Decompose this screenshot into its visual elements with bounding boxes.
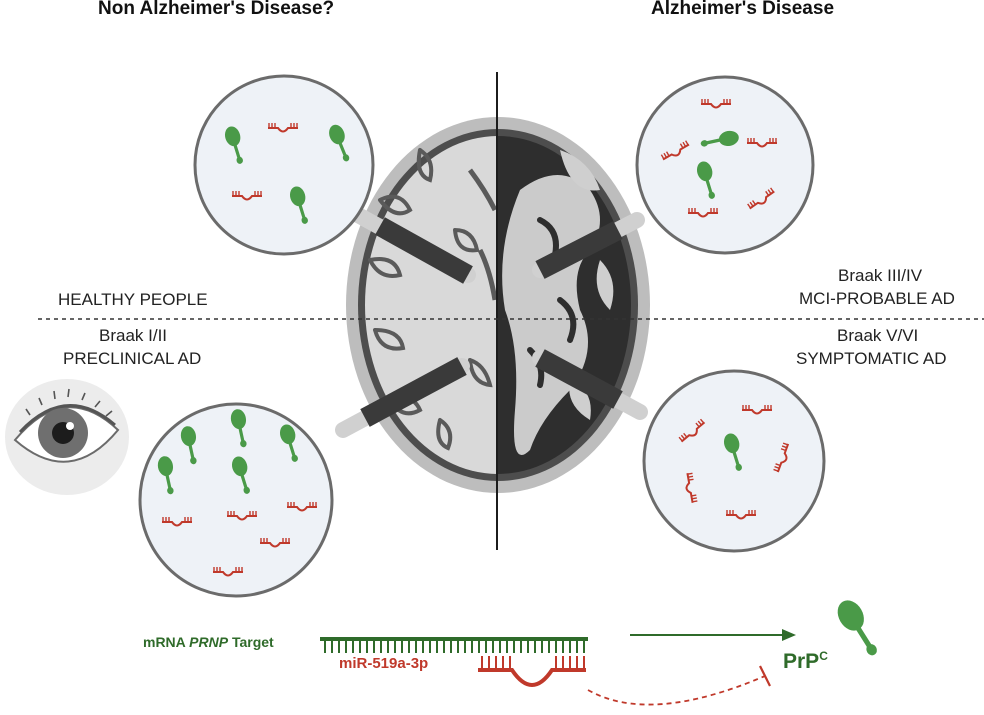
- inhibition-arrow: [587, 665, 771, 706]
- circle-preclinical: [138, 402, 334, 598]
- label-mrna-target: mRNA PRNP Target: [143, 634, 274, 650]
- label-prpc: PrPC: [783, 649, 828, 673]
- circle-healthy: [193, 74, 375, 256]
- translation-arrow: [630, 629, 796, 641]
- eye-icon: [5, 379, 129, 495]
- title-ad: Alzheimer's Disease: [651, 0, 835, 19]
- circle-symptomatic: [642, 369, 826, 553]
- probes: [335, 207, 648, 438]
- circle-mci: [635, 75, 815, 255]
- label-mirna: miR-519a-3p: [339, 655, 429, 672]
- prpc-protein-icon: [832, 596, 884, 661]
- title-non-ad: Non Alzheimer's Disease?: [98, 0, 335, 19]
- label-preclinical-ad: PRECLINICAL AD: [63, 349, 202, 368]
- mrna-mirna-duplex: [320, 637, 588, 687]
- label-mci-probable-ad: MCI-PROBABLE AD: [799, 289, 955, 308]
- label-symptomatic-ad: SYMPTOMATIC AD: [796, 349, 947, 368]
- label-braak-3-4: Braak III/IV: [838, 266, 923, 285]
- label-braak-5-6: Braak V/VI: [837, 326, 919, 345]
- brain-illustration: [346, 72, 650, 550]
- label-braak-1-2: Braak I/II: [99, 326, 168, 345]
- label-healthy-people: HEALTHY PEOPLE: [58, 290, 208, 309]
